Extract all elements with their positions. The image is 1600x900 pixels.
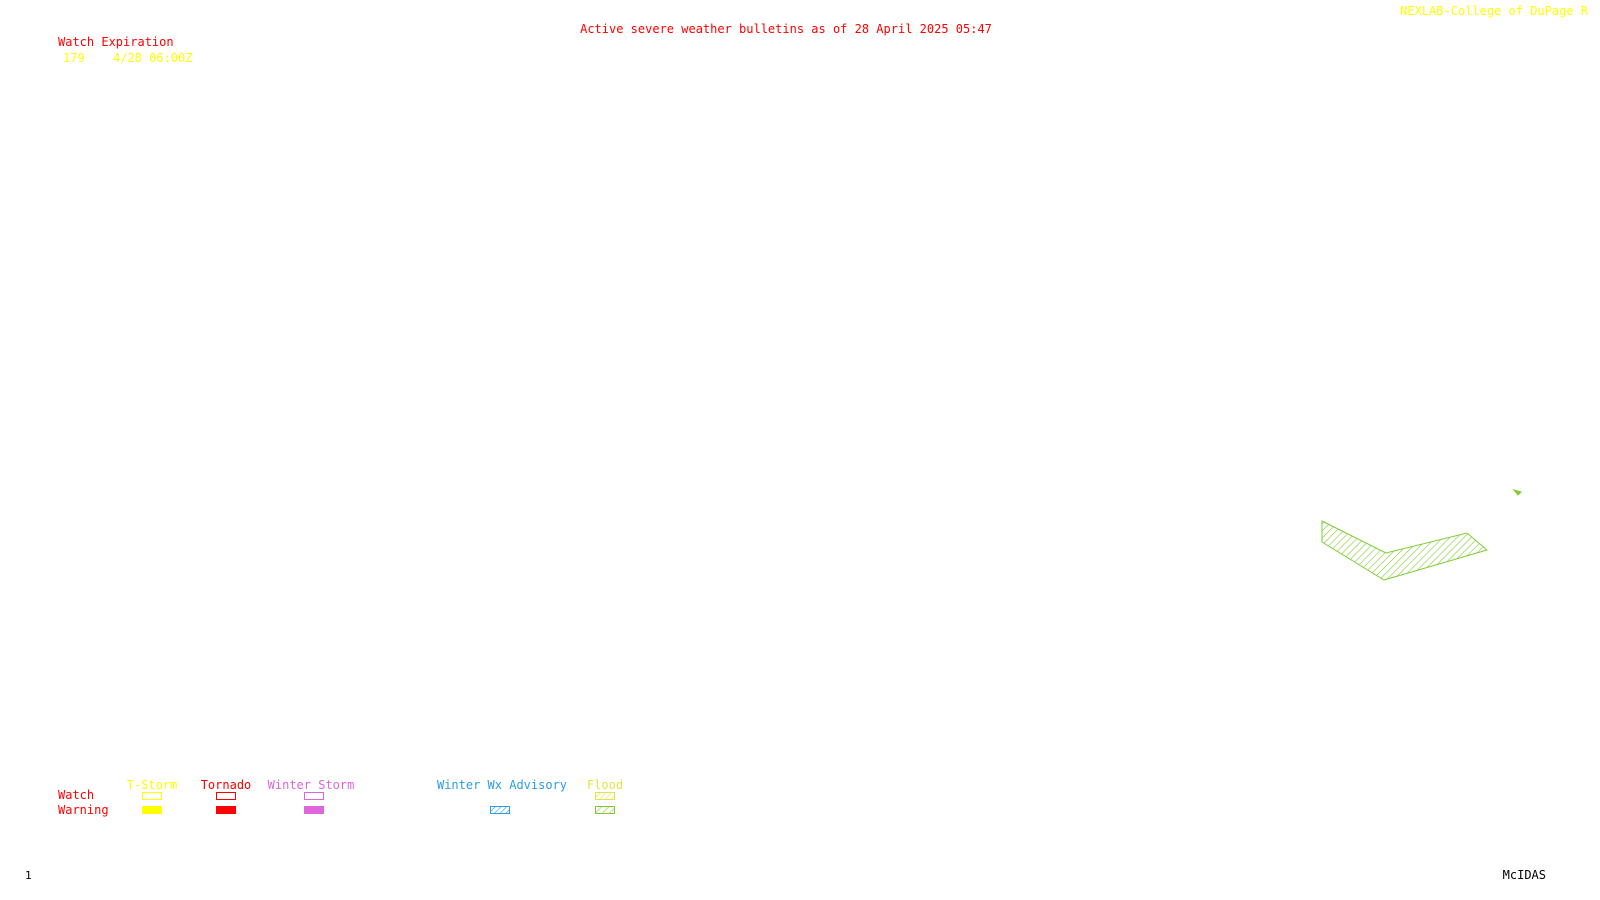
legend-tornado-warning-swatch: [216, 806, 236, 814]
flood-warning-polygon: [1321, 520, 1489, 581]
legend-winter-wx-advisory-swatch: [490, 806, 510, 814]
legend-label-winter-wx-advisory: Winter Wx Advisory: [436, 778, 568, 792]
watch-number: 179: [63, 51, 85, 65]
legend-label-tstorm: T-Storm: [126, 778, 178, 792]
legend-row-warning: Warning: [58, 803, 109, 817]
legend-winter-storm-watch-swatch: [304, 792, 324, 800]
legend-winter-storm-warning-swatch: [304, 806, 324, 814]
bulletin-title: Active severe weather bulletins as of 28…: [580, 22, 992, 36]
legend-flood-watch-swatch: [595, 792, 615, 800]
legend-tstorm-watch-swatch: [142, 792, 162, 800]
legend-label-winter-storm: Winter Storm: [267, 778, 355, 792]
watch-expiration-time: 4/28 06:00Z: [113, 51, 193, 65]
software-label: McIDAS: [1502, 868, 1546, 882]
frame-number: 1: [25, 869, 32, 882]
watch-expiration-header: Watch Expiration: [58, 35, 174, 49]
legend-tstorm-warning-swatch: [142, 806, 162, 814]
legend-row-watch: Watch: [58, 788, 95, 802]
brand-label: NEXLAB-College of DuPage R: [1400, 4, 1588, 18]
legend-label-tornado: Tornado: [200, 778, 252, 792]
legend-flood-warning-swatch: [595, 806, 615, 814]
flood-warning-polygon-small: [1512, 489, 1522, 496]
legend-label-flood: Flood: [586, 778, 624, 792]
legend-tornado-watch-swatch: [216, 792, 236, 800]
